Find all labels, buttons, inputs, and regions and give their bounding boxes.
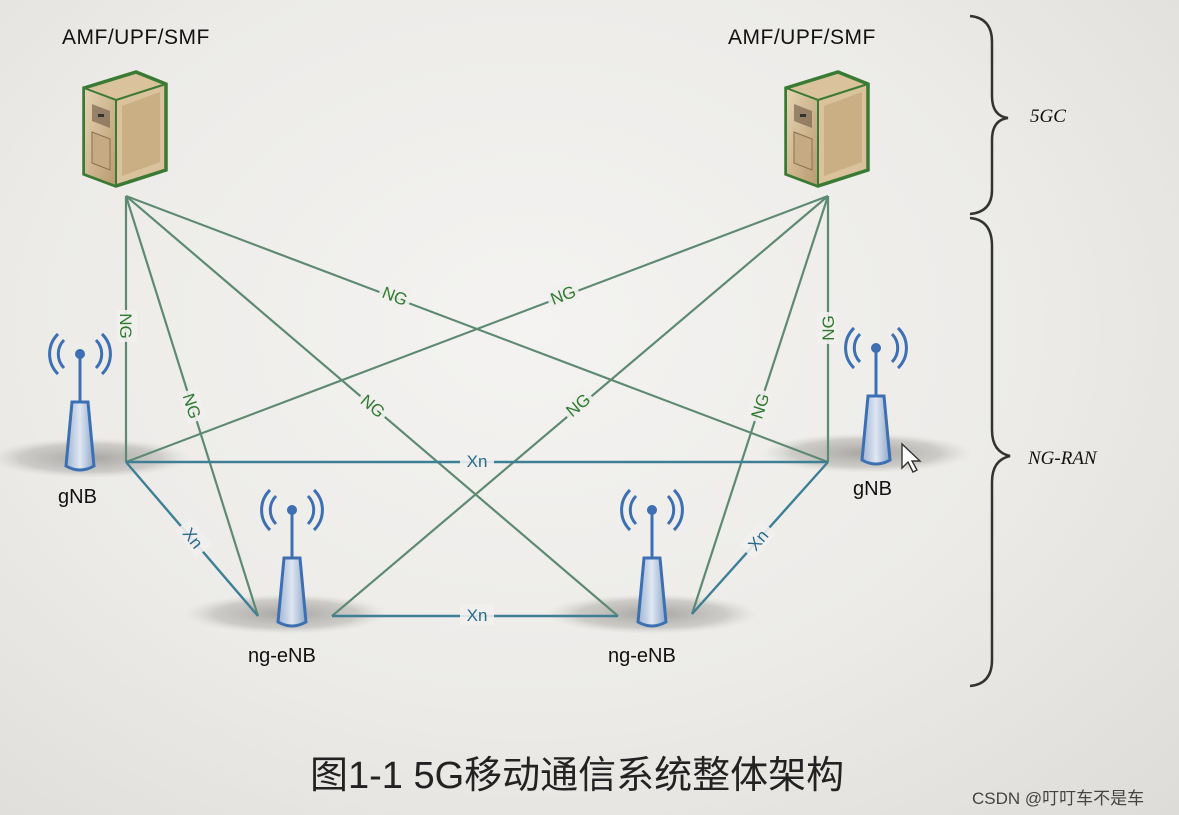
- bracket-label-ng-ran: NG-RAN: [1028, 448, 1097, 469]
- mouse-cursor-icon: [901, 442, 922, 473]
- ng-links: [124, 194, 830, 617]
- node-label-ngenb-left: ng-eNB: [248, 645, 316, 667]
- bracket-ng-ran: [969, 216, 1011, 688]
- ng-label-1: NG: [116, 313, 135, 339]
- ng-link-rcore-lgnb: [125, 194, 829, 464]
- bracket-5gc: [969, 14, 1009, 216]
- watermark: CSDN @叮叮车不是车: [972, 789, 1145, 808]
- bracket-label-5gc: 5GC: [1030, 106, 1066, 127]
- core-label-left: AMF/UPF/SMF: [62, 26, 210, 49]
- node-label-gnb-left: gNB: [58, 486, 97, 508]
- xn-label-3: Xn: [467, 606, 488, 625]
- xn-label-1: Xn: [467, 452, 488, 471]
- server-icon-left: [82, 70, 168, 188]
- figure-caption: 图1-1 5G移动通信系统整体架构: [310, 755, 845, 797]
- gnb-left-shadow: [0, 438, 190, 478]
- layer-brackets: [969, 14, 1011, 688]
- node-label-ngenb-right: ng-eNB: [608, 645, 676, 667]
- node-label-gnb-right: gNB: [853, 478, 892, 500]
- server-icon-right: [784, 70, 870, 188]
- xn-links: [125, 460, 829, 618]
- core-label-right: AMF/UPF/SMF: [728, 26, 876, 49]
- ng-label-8: NG: [819, 315, 838, 341]
